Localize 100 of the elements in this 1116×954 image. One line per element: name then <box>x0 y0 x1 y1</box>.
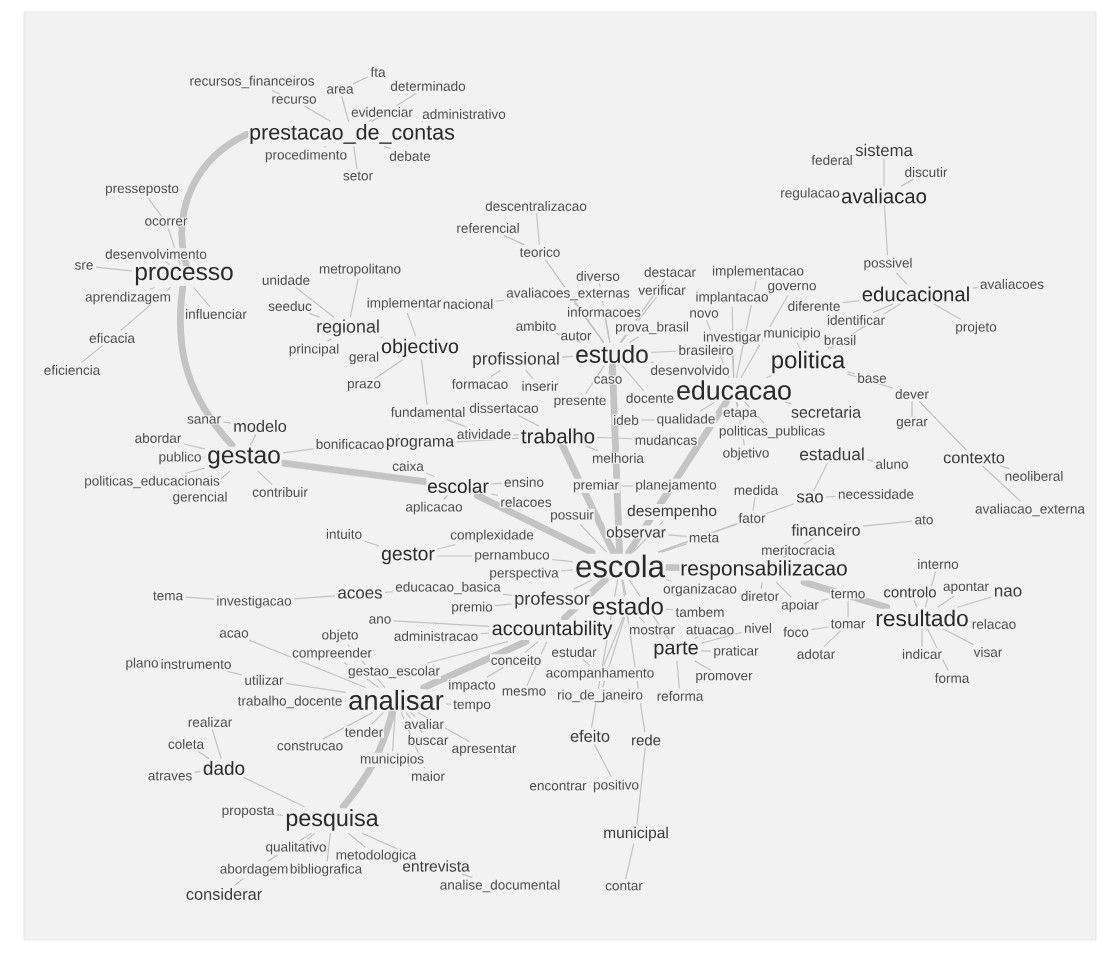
connector-line <box>363 540 380 547</box>
connector-line <box>560 569 574 572</box>
connector-line <box>384 591 394 593</box>
word-label: politica <box>770 350 846 374</box>
word-label: dado <box>202 760 246 776</box>
connector-line <box>374 358 404 380</box>
connector-line <box>752 496 756 512</box>
connector-line <box>271 90 281 95</box>
connector-line <box>406 312 417 337</box>
connector-line <box>486 666 505 678</box>
connector-line <box>197 750 210 760</box>
connector-line <box>608 364 611 375</box>
connector-line <box>257 470 273 486</box>
connector-line <box>765 374 773 379</box>
connector-line <box>417 711 471 743</box>
connector-line <box>442 494 449 500</box>
connector-line <box>502 593 513 596</box>
word-label: pesquisa <box>284 808 380 832</box>
connector-line <box>436 544 457 550</box>
word-label: nao <box>993 586 1023 598</box>
connector-line <box>582 658 591 666</box>
connector-line <box>392 711 396 752</box>
connector-line <box>625 398 730 556</box>
connector-line <box>303 105 332 123</box>
word-label: analisar <box>347 689 445 711</box>
connector-line <box>279 459 429 486</box>
connector-line <box>825 495 837 498</box>
connector-line <box>796 342 801 350</box>
connector-line <box>658 503 795 553</box>
connector-line <box>147 197 163 217</box>
connector-line <box>740 294 789 379</box>
connector-line <box>294 286 335 318</box>
connector-line <box>926 628 949 672</box>
connector-line <box>226 670 243 676</box>
connector-line <box>699 401 716 412</box>
connector-line <box>579 524 608 553</box>
connector-line <box>972 286 979 289</box>
connector-line <box>347 832 366 848</box>
connector-line <box>536 212 540 246</box>
connector-line <box>352 76 369 85</box>
connector-line <box>609 362 623 556</box>
word-label: acoes <box>336 588 384 600</box>
connector-line <box>393 620 490 627</box>
connector-line <box>308 312 321 318</box>
connector-line <box>525 369 534 380</box>
connector-line <box>621 364 645 392</box>
connector-line <box>503 234 525 246</box>
connector-line <box>285 682 347 693</box>
connector-line <box>956 596 993 608</box>
connector-line <box>517 414 540 427</box>
connector-line <box>694 660 712 672</box>
connector-line <box>660 543 688 553</box>
word-label: gestao <box>206 446 282 470</box>
connector-line <box>665 608 674 611</box>
connector-line <box>193 286 211 308</box>
connector-line <box>479 632 490 635</box>
connector-line <box>490 493 499 496</box>
connector-line <box>490 369 501 378</box>
connector-line <box>80 344 104 364</box>
word-label: escolar <box>426 478 490 494</box>
connector-line <box>663 563 682 571</box>
connector-line <box>628 336 640 344</box>
connector-line <box>593 743 613 778</box>
connector-line <box>339 709 396 811</box>
connector-line <box>937 595 955 608</box>
connector-line <box>248 639 367 689</box>
connector-line <box>603 616 624 666</box>
connector-line <box>420 638 530 691</box>
connector-line <box>95 266 133 272</box>
connector-line <box>446 418 466 428</box>
connector-line <box>800 578 891 611</box>
connector-line <box>370 711 385 726</box>
connector-line <box>775 581 792 598</box>
connector-line <box>895 272 908 285</box>
connector-line <box>282 448 314 454</box>
connector-line <box>211 728 222 760</box>
connector-line <box>700 631 743 644</box>
word-label: estado <box>591 596 665 616</box>
connector-line <box>233 878 244 887</box>
connector-line <box>293 595 336 600</box>
connector-line <box>420 358 428 406</box>
word-label: sao <box>795 492 825 504</box>
word-label: objectivo <box>380 338 460 358</box>
connector-line <box>820 598 829 602</box>
connector-line <box>425 472 436 478</box>
connector-line <box>461 873 473 878</box>
connector-line <box>650 350 677 353</box>
connector-line <box>842 300 860 304</box>
connector-line <box>495 299 505 302</box>
connector-line <box>353 145 358 170</box>
connector-line <box>942 628 975 646</box>
connector-line <box>524 641 539 654</box>
word-label: sistema <box>854 143 914 157</box>
connector-line <box>918 400 968 451</box>
connector-line <box>900 178 914 187</box>
connector-line <box>636 747 646 825</box>
connector-line <box>847 371 856 375</box>
connector-line <box>326 832 332 862</box>
connector-line <box>409 711 416 718</box>
connector-line <box>242 776 306 808</box>
